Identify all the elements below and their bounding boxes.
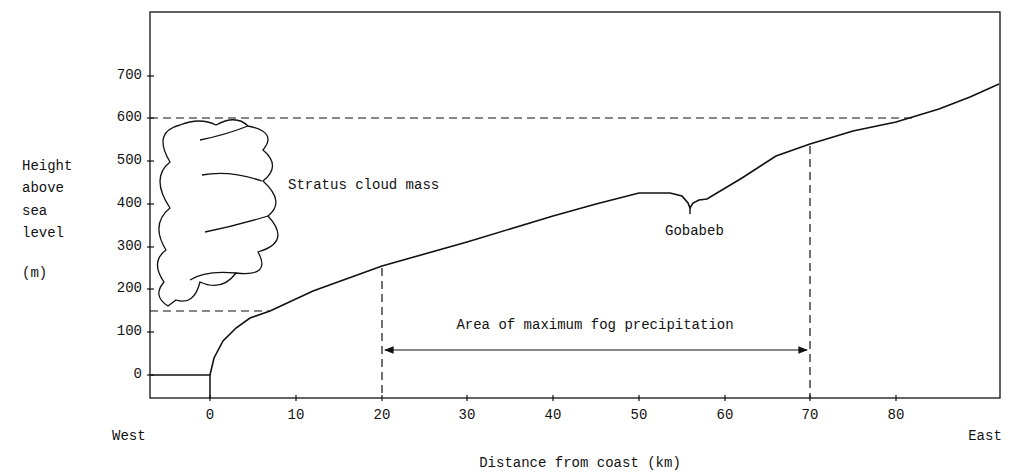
axis-title: Height above sea level [22,155,82,245]
axis-tick-label: 0 [206,408,214,423]
axis-tick-label: 30 [459,408,476,423]
axis-tick-label: 0 [134,367,142,382]
cloud-label: Stratus cloud mass [286,178,441,193]
axis-tick-label: 20 [374,408,391,423]
direction-label: West [112,429,146,444]
axis-tick-label: 200 [117,281,142,296]
axis-tick-label: 10 [288,408,305,423]
axis-title: Distance from coast (km) [479,456,681,471]
axis-tick-label: 50 [631,408,648,423]
axis-tick-label: 40 [545,408,562,423]
axis-tick-label: 100 [117,324,142,339]
axis-unit: (m) [22,266,47,281]
place-label: Gobabeb [665,224,724,239]
extent-label: Area of maximum fog precipitation [454,318,735,333]
axis-tick-label: 600 [117,110,142,125]
extent-arrow [385,349,807,350]
axis-tick-label: 70 [802,408,819,423]
direction-label: East [968,429,1002,444]
axis-tick-label: 500 [117,153,142,168]
gobabeb-mark [689,206,690,214]
axis-ticks [147,76,896,401]
terrain-profile [210,84,999,375]
plot-frame [150,12,1000,398]
sea-level [150,375,210,398]
dashed-guides [150,118,913,398]
axis-tick-label: 700 [117,68,142,83]
axis-tick-label: 400 [117,196,142,211]
axis-tick-label: 60 [717,408,734,423]
stratus-cloud [157,120,277,306]
axis-tick-label: 80 [888,408,905,423]
axis-tick-label: 300 [117,239,142,254]
